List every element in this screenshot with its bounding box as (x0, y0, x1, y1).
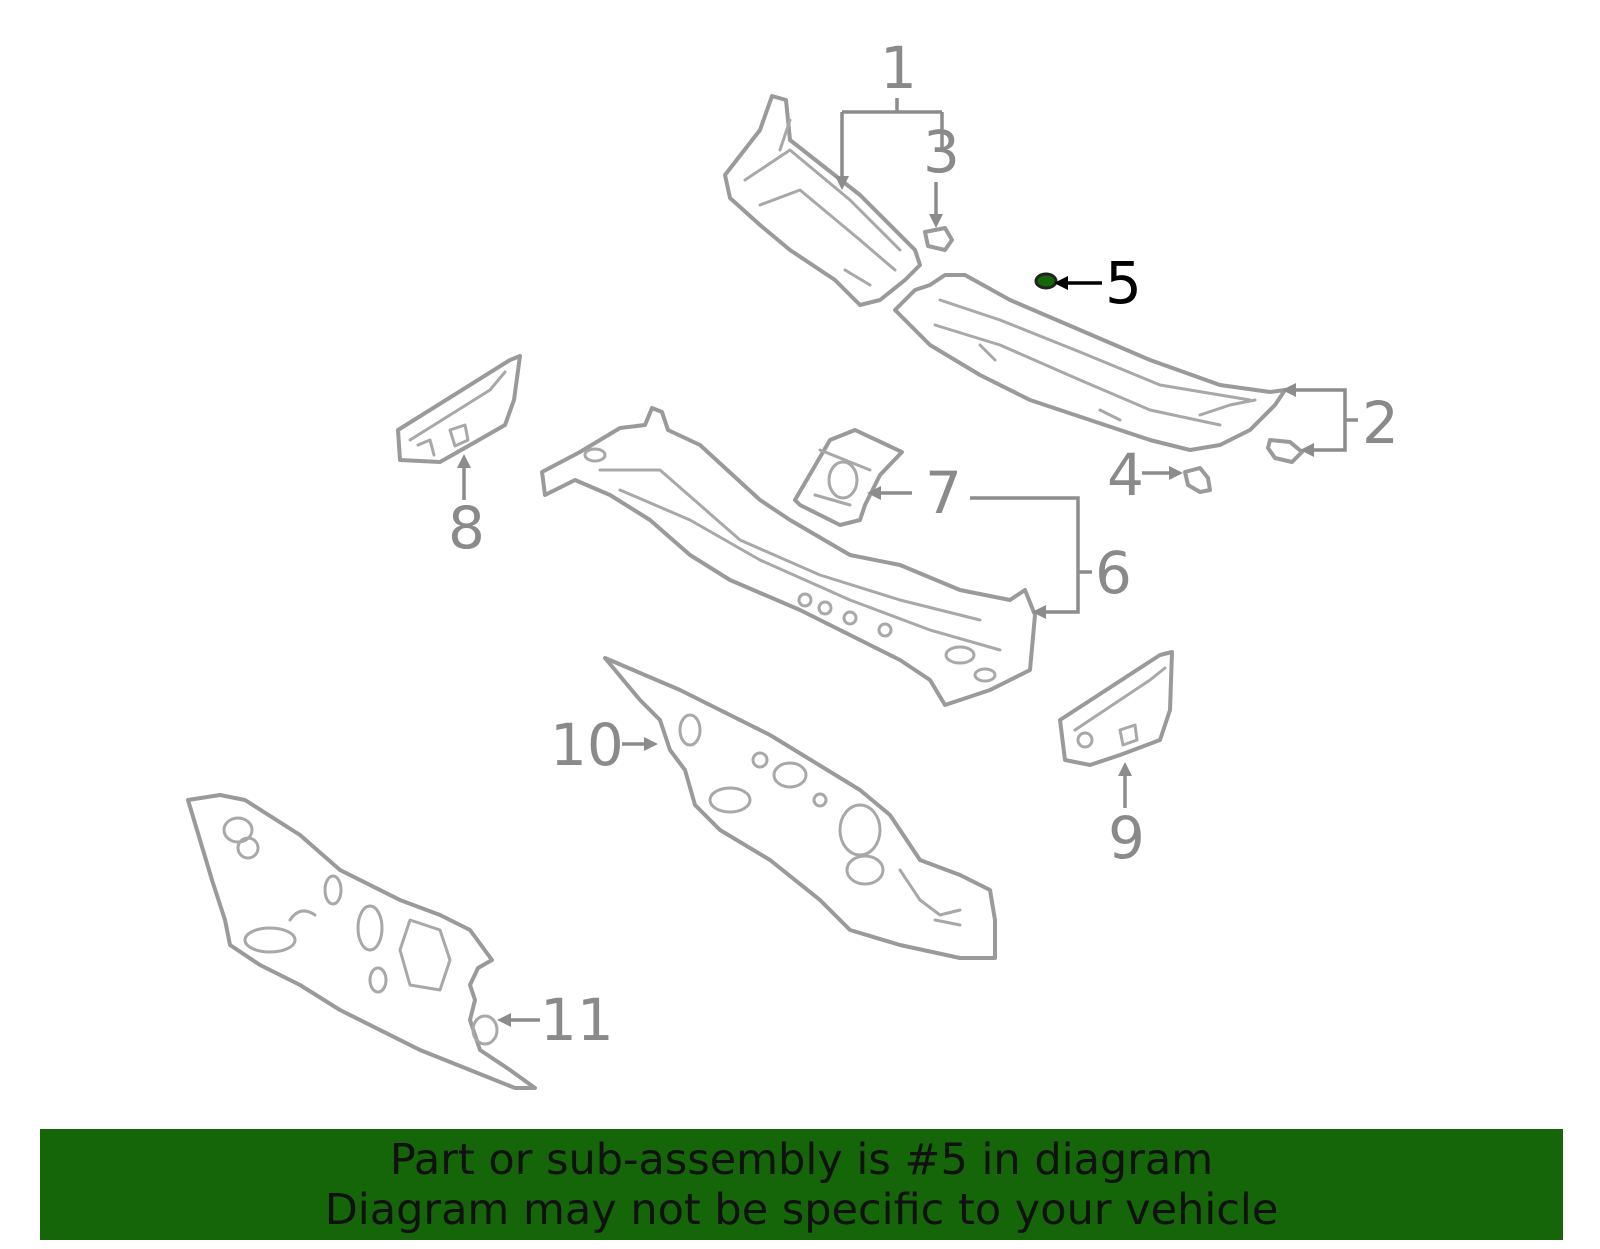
arrowhead-2b (1300, 443, 1314, 457)
part-2-clip (1266, 438, 1304, 464)
callout-3: 3 (923, 118, 960, 186)
part-9-bracket-right (1058, 650, 1174, 767)
part-6-cross-member (540, 406, 1037, 707)
callout-labels: 1 2 3 4 5 6 7 8 9 10 11 (448, 34, 1399, 1054)
banner-line-2: Diagram may not be specific to your vehi… (324, 1184, 1279, 1235)
callout-1: 1 (880, 34, 917, 102)
part-4-grommet (1183, 466, 1212, 494)
part-7-reinforcement (793, 428, 904, 527)
callout-10: 10 (550, 711, 624, 779)
callout-5: 5 (1105, 249, 1142, 317)
leader-1 (840, 98, 944, 180)
callout-8: 8 (448, 494, 485, 562)
part-8-bracket-left (396, 354, 522, 464)
arrowhead-1 (835, 176, 849, 190)
arrowhead-4 (1169, 466, 1183, 480)
part-5-highlighted (1034, 272, 1058, 290)
part-10-dash-panel (603, 656, 997, 960)
callout-7: 7 (925, 459, 962, 527)
info-banner: Part or sub-assembly is #5 in diagram Di… (40, 1129, 1563, 1240)
callout-4: 4 (1107, 441, 1144, 509)
callout-11: 11 (540, 986, 614, 1054)
part-11-insulator (186, 793, 537, 1090)
arrowhead-9 (1118, 762, 1132, 776)
part-3-clip (923, 226, 954, 252)
arrowhead-10 (644, 737, 658, 751)
arrowhead-5 (1054, 276, 1068, 290)
part-1-cowl-panel (723, 94, 922, 307)
part-2-cowl-panel (893, 273, 1287, 452)
callout-9: 9 (1108, 804, 1145, 872)
callout-2: 2 (1362, 389, 1399, 457)
leader-6 (970, 496, 1092, 614)
arrowhead-2a (1282, 383, 1296, 397)
leader-lines (457, 98, 1358, 1027)
arrowhead-8 (457, 454, 471, 468)
arrowhead-11 (497, 1013, 511, 1027)
leader-2 (1290, 388, 1358, 452)
arrowhead-6 (1032, 605, 1046, 619)
banner-line-1: Part or sub-assembly is #5 in diagram (389, 1134, 1214, 1185)
callout-6: 6 (1095, 539, 1132, 607)
arrowhead-3 (929, 214, 943, 228)
arrowhead-7 (867, 486, 881, 500)
